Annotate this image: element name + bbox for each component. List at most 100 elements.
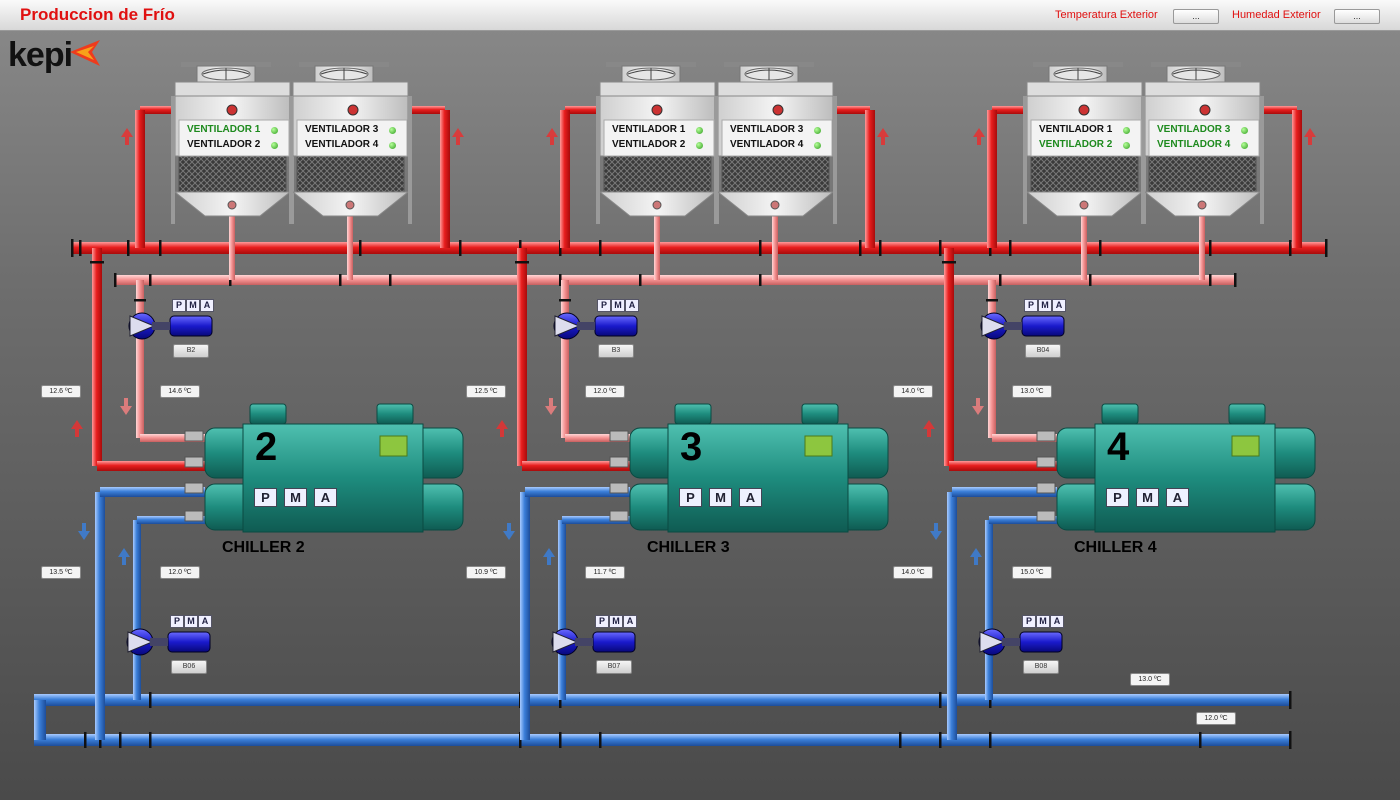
pump-mode-a-button[interactable]: A [200,299,214,312]
evaporator-inlet-temp: 10.9 ºC [466,566,506,579]
compressor-icon [1228,403,1266,425]
pump-coupling [150,638,168,646]
return-water-main-header [115,275,1235,285]
fan-label-2-1: VENTILADOR 1 [612,124,686,135]
fan-label-1-2: VENTILADOR 2 [187,139,261,150]
valve-icon [770,200,780,210]
flow-up-arrow-icon [973,128,985,145]
condenser-supply-pipe [92,248,102,466]
pipe-flange [339,274,342,286]
fan-blade-icon [627,68,675,80]
pump-mode-a-button[interactable]: A [1052,299,1066,312]
pump-mode-m-button[interactable]: M [1036,615,1050,628]
flow-up-arrow-icon [877,128,889,145]
pipe-flange [939,240,942,256]
pump-mode-m-button[interactable]: M [1038,299,1052,312]
pump-mode-p-button[interactable]: P [597,299,611,312]
fan-label-1-1: VENTILADOR 1 [187,124,261,135]
pump-mode-m-button[interactable]: M [611,299,625,312]
condenser-inlet-temp: 14.0 ºC [893,385,933,398]
pipe-flange [1089,274,1092,286]
flow-arrow-icon [496,420,508,437]
pump-mode-p-button[interactable]: P [172,299,186,312]
tower-upper-shell [1144,81,1261,97]
condenser-return-pipe [136,280,144,438]
pipe-flange [149,692,152,708]
chiller-mode-m-button[interactable]: M [284,488,307,507]
fan-status-icon [271,127,278,134]
pump-mode-m-button[interactable]: M [609,615,623,628]
pump-impeller-icon [554,315,581,337]
pipe-flange [759,240,762,256]
pump-impeller-icon [979,631,1006,653]
vent-panel [721,119,833,157]
chiller-mode-p-button[interactable]: P [679,488,702,507]
outdoor-humidity-value[interactable]: ... [1334,9,1380,24]
pump-mode-a-button[interactable]: A [623,615,637,628]
lower-collector-temp: 12.0 ºC [1196,712,1236,725]
evaporator-pump-name[interactable]: B06 [171,660,207,674]
condenser-pump-name[interactable]: B04 [1025,344,1061,358]
evaporator-supply-pipe [95,492,105,740]
pump-mode-p-button[interactable]: P [1024,299,1038,312]
pump-mode-p-button[interactable]: P [1022,615,1036,628]
fan-status-icon [1123,127,1130,134]
pump-mode-p-button[interactable]: P [595,615,609,628]
tower-riser [1292,110,1302,248]
evaporator-pump-name[interactable]: B07 [596,660,632,674]
pump-mode-a-button[interactable]: A [625,299,639,312]
evaporator-pump-name[interactable]: B08 [1023,660,1059,674]
pipe-flange [559,299,571,302]
chiller-mode-a-button[interactable]: A [314,488,337,507]
pump-mode-p-button[interactable]: P [170,615,184,628]
compressor-icon [376,403,414,425]
tower-upper-shell [599,81,716,97]
pump-mode-a-button[interactable]: A [1050,615,1064,628]
condenser-pump-name[interactable]: B3 [598,344,634,358]
pump-mode-a-button[interactable]: A [198,615,212,628]
tower-riser [440,110,450,248]
evaporator-inlet-temp: 14.0 ºC [893,566,933,579]
tower-leg [408,96,412,224]
condenser-outlet-temp: 14.6 ºC [160,385,200,398]
chiller-mode-p-button[interactable]: P [254,488,277,507]
pump-impeller-icon [129,315,156,337]
tower-upper-shell [292,81,409,97]
chiller-mode-m-button[interactable]: M [1136,488,1159,507]
fan-blade-icon [1054,68,1102,80]
flow-up-arrow-icon [546,128,558,145]
pipe-flange [1209,274,1212,286]
tower-outlet-pipe [772,205,778,280]
chiller-number: 3 [680,425,703,469]
chiller-mode-a-button[interactable]: A [739,488,762,507]
chiller-status-indicator [1231,435,1260,457]
pipe-flange [999,274,1002,286]
condenser-supply-pipe [949,461,1057,471]
pump-coupling [577,322,595,330]
condenser-return-pipe [565,434,630,442]
vent-panel [178,119,290,157]
pump-impeller-icon [127,631,154,653]
outdoor-temperature-value[interactable]: ... [1173,9,1219,24]
tower-riser [987,110,997,248]
chilled-water-lower-collector [34,734,1290,746]
chiller-mode-a-button[interactable]: A [1166,488,1189,507]
valve-icon [652,200,662,210]
pump-motor-icon [592,631,636,653]
flow-arrow-icon [118,548,130,565]
pump-mode-m-button[interactable]: M [184,615,198,628]
pipe-flange [90,261,104,264]
condenser-outlet-temp: 12.0 ºC [585,385,625,398]
chiller-mode-m-button[interactable]: M [709,488,732,507]
pipe-flange [939,732,942,748]
tower-leg [1141,96,1145,224]
pipe-flange [559,274,562,286]
chiller-mode-p-button[interactable]: P [1106,488,1129,507]
pipe-flange [599,240,602,256]
fan-label-2-3: VENTILADOR 3 [730,124,804,135]
tower-top-rail [1033,62,1123,67]
condenser-pump-name[interactable]: B2 [173,344,209,358]
pipe-flange [515,261,529,264]
pump-mode-m-button[interactable]: M [186,299,200,312]
fan-status-icon [1241,127,1248,134]
